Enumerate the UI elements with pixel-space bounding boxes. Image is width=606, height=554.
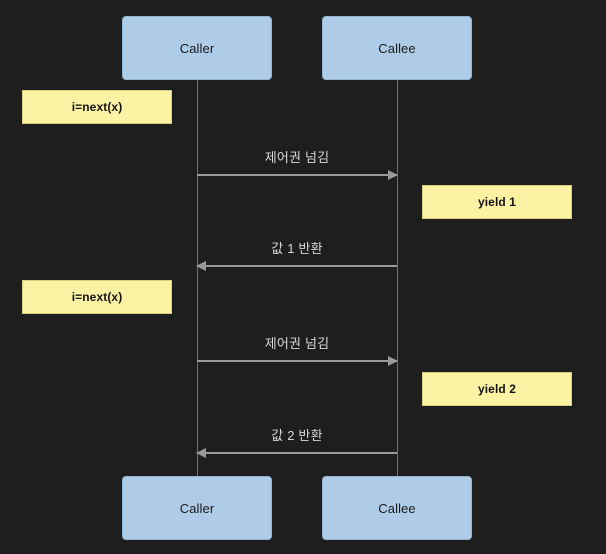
message-transfer-control-1-label: 제어권 넘김 (264, 150, 330, 165)
note-caller-next-1[interactable]: i=next(x) (22, 90, 172, 124)
note-caller-next-1-label: i=next(x) (71, 100, 123, 114)
note-caller-next-2-label: i=next(x) (71, 290, 123, 304)
message-line (197, 452, 397, 454)
participant-callee-bottom[interactable]: Callee (322, 476, 472, 540)
arrowhead-right-icon (388, 170, 398, 180)
note-callee-yield-2[interactable]: yield 2 (422, 372, 572, 406)
message-return-value-1-label: 값 1 반환 (271, 241, 323, 256)
lifeline-callee (396, 80, 398, 476)
arrowhead-left-icon (196, 448, 206, 458)
lifeline-caller (196, 80, 198, 476)
note-callee-yield-1-label: yield 1 (477, 195, 517, 209)
message-line (197, 265, 397, 267)
note-caller-next-2[interactable]: i=next(x) (22, 280, 172, 314)
message-transfer-control-2-label: 제어권 넘김 (264, 336, 330, 351)
participant-caller-top-label: Caller (179, 40, 215, 56)
participant-caller-top[interactable]: Caller (122, 16, 272, 80)
message-line (197, 360, 397, 362)
participant-callee-top[interactable]: Callee (322, 16, 472, 80)
participant-callee-bottom-label: Callee (378, 500, 416, 516)
note-callee-yield-1[interactable]: yield 1 (422, 185, 572, 219)
participant-caller-bottom-label: Caller (179, 500, 215, 516)
message-line (197, 174, 397, 176)
arrowhead-right-icon (388, 356, 398, 366)
message-return-value-2-label: 값 2 반환 (271, 428, 323, 443)
arrowhead-left-icon (196, 261, 206, 271)
note-callee-yield-2-label: yield 2 (477, 382, 517, 396)
participant-callee-top-label: Callee (378, 40, 416, 56)
participant-caller-bottom[interactable]: Caller (122, 476, 272, 540)
